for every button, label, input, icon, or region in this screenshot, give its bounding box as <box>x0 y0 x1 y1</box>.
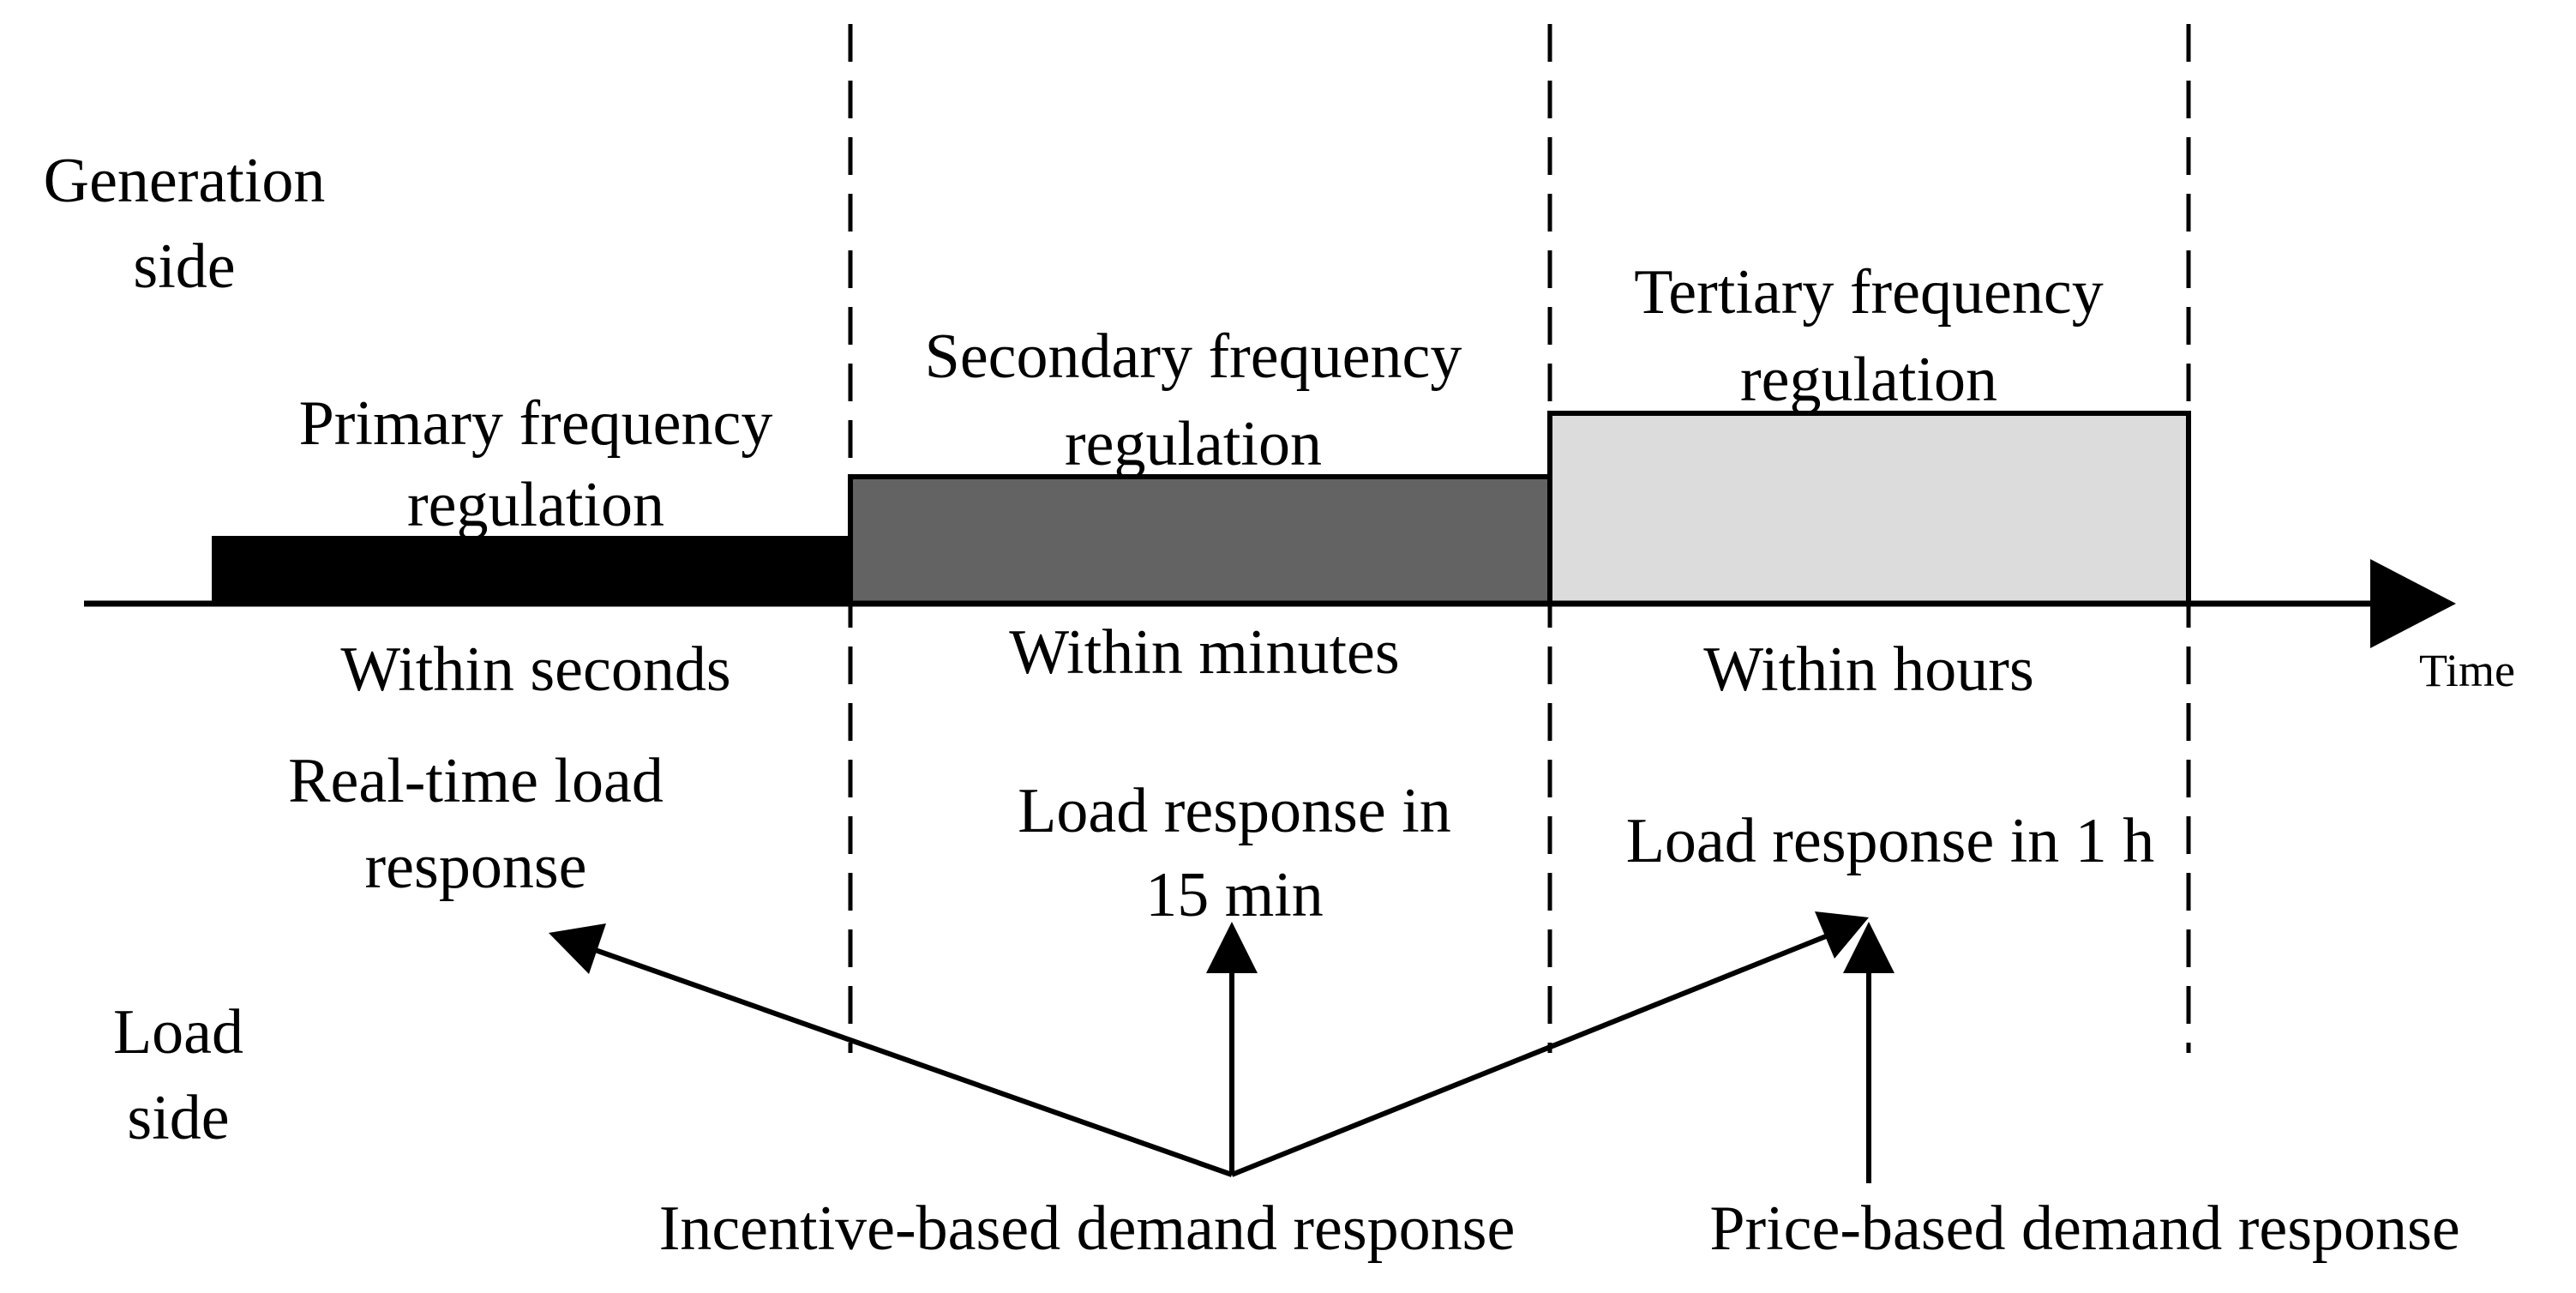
load-side-label-line1: Load <box>113 997 243 1067</box>
secondary-regulation-label-line2: regulation <box>1065 409 1322 479</box>
load-response-15min-label-line2: 15 min <box>1145 860 1324 930</box>
load-side-label-line2: side <box>127 1083 229 1153</box>
primary-duration-label: Within seconds <box>340 634 730 705</box>
time-axis-arrowhead <box>2370 559 2456 648</box>
secondary-duration-label: Within minutes <box>1009 617 1399 688</box>
load-response-15min-label-line1: Load response in <box>1018 776 1451 846</box>
arrow-to-1h-response-from-incentive <box>1230 934 1828 1177</box>
primary-regulation-label-line2: regulation <box>407 470 664 540</box>
load-response-1h-label: Load response in 1 h <box>1626 806 2155 876</box>
incentive-demand-response-label: Incentive-based demand response <box>659 1194 1516 1264</box>
secondary-regulation-label-line1: Secondary frequency <box>925 322 1462 392</box>
primary-regulation-bar <box>212 536 853 606</box>
time-axis-label: Time <box>2419 645 2515 696</box>
generation-side-label-line2: side <box>133 232 235 302</box>
generation-side-label-line1: Generation <box>44 146 326 216</box>
tertiary-regulation-label-line1: Tertiary frequency <box>1634 257 2103 328</box>
arrowhead-15min-response <box>1206 922 1258 973</box>
arrowhead-1h-response-incentive <box>1815 911 1869 959</box>
arrowhead-1h-response-price <box>1843 922 1894 973</box>
real-time-response-label-line2: response <box>365 832 587 902</box>
arrowhead-real-time-response <box>549 923 606 974</box>
real-time-response-label-line1: Real-time load <box>288 746 664 816</box>
secondary-regulation-bar <box>848 474 1552 606</box>
price-demand-response-label: Price-based demand response <box>1709 1194 2459 1264</box>
tertiary-regulation-label-line2: regulation <box>1740 345 1997 415</box>
tertiary-regulation-bar <box>1547 411 2191 606</box>
arrow-to-real-time-response <box>587 945 1233 1177</box>
primary-regulation-label-line1: Primary frequency <box>299 388 773 459</box>
tertiary-duration-label: Within hours <box>1703 634 2034 705</box>
